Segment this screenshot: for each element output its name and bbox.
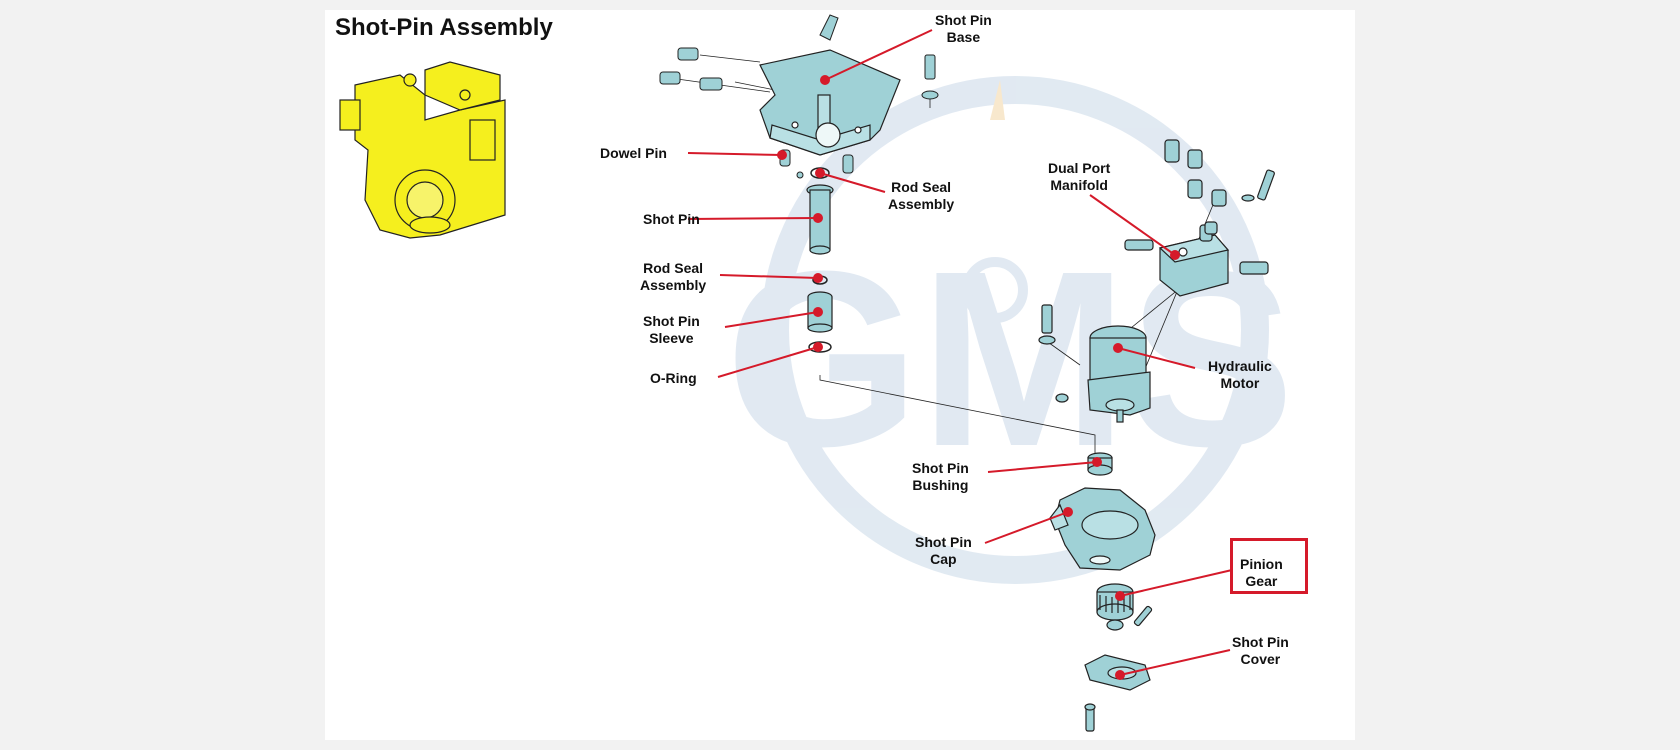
label-shot-pin-base: Shot Pin Base <box>935 12 992 45</box>
leader-lines <box>687 29 1233 680</box>
shot-pin-cap-part <box>1049 487 1156 571</box>
label-dual-port-manifold: Dual Port Manifold <box>1048 160 1111 193</box>
dual-port-manifold-part <box>1124 139 1275 297</box>
hydraulic-motor-part <box>1038 304 1151 423</box>
label-shot-pin: Shot Pin <box>643 211 700 227</box>
o-ring-part <box>808 341 832 353</box>
label-shot-pin-cover: Shot Pin Cover <box>1232 634 1289 667</box>
label-rod-seal-assembly-2: Rod Seal Assembly <box>640 260 707 293</box>
label-rod-seal-assembly-1: Rod Seal Assembly <box>888 179 955 212</box>
label-shot-pin-sleeve: Shot Pin Sleeve <box>643 313 700 346</box>
label-shot-pin-cap: Shot Pin Cap <box>915 534 972 567</box>
label-o-ring: O-Ring <box>650 370 697 386</box>
shot-pin-base-part <box>759 49 901 156</box>
label-shot-pin-bushing: Shot Pin Bushing <box>912 460 969 493</box>
label-dowel-pin: Dowel Pin <box>600 145 667 161</box>
pinion-gear-highlight <box>1230 538 1308 594</box>
label-hydraulic-motor: Hydraulic Motor <box>1208 358 1272 391</box>
diagram-title: Shot-Pin Assembly <box>335 14 553 41</box>
base-fasteners <box>659 14 939 179</box>
shot-pin-cover-part <box>1084 654 1151 732</box>
label-pinion-gear: Pinion Gear <box>1240 556 1283 589</box>
assembly-thumbnail <box>339 61 506 239</box>
